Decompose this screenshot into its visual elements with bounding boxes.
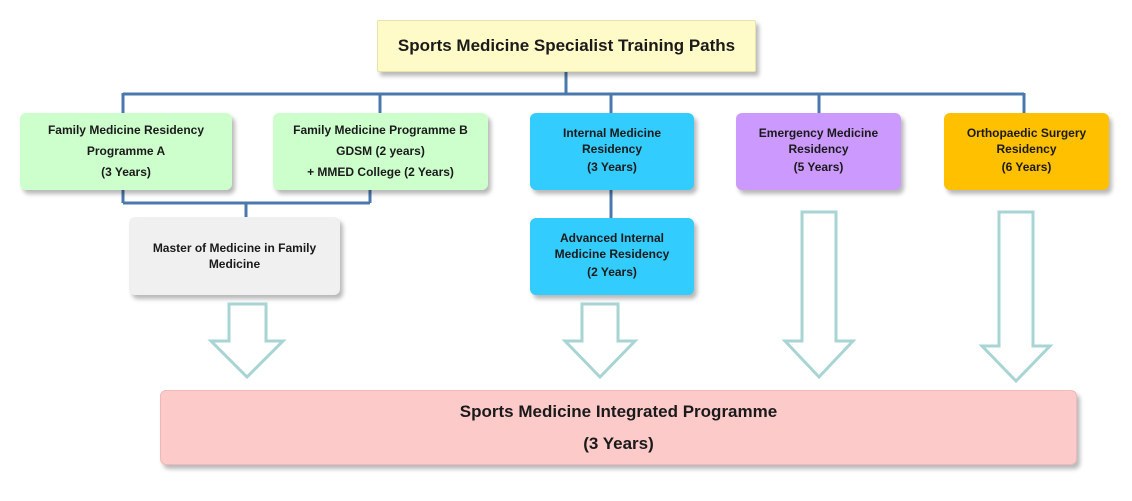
family-a-line-3: (3 Years) [101,165,151,179]
diagram-title-text: Sports Medicine Specialist Training Path… [397,36,736,55]
arrow-advanced-to-integrated [561,302,639,380]
tree-connectors [121,72,1026,218]
path-box-family-a: Family Medicine Residency Programme A (3… [20,113,232,190]
internal-line-1: Internal Medicine [562,126,662,140]
ortho-line-2: Residency [996,142,1057,156]
path-box-internal: Internal Medicine Residency (3 Years) [530,113,694,190]
down-arrows [207,210,1054,384]
path-box-emergency: Emergency Medicine Residency (5 Years) [736,113,901,190]
family-a-line-1: Family Medicine Residency [47,123,205,137]
advanced-internal-line-2: Medicine Residency [554,247,670,261]
arrow-ortho-to-integrated [978,210,1054,384]
integrated-programme-box: Sports Medicine Integrated Programme (3 … [160,390,1077,465]
secondary-box-master: Master of Medicine in Family Medicine [129,217,340,295]
advanced-internal-line-1: Advanced Internal [559,231,665,245]
emergency-line-1: Emergency Medicine [758,126,879,140]
secondary-box-advanced-internal: Advanced Internal Medicine Residency (2 … [530,218,694,295]
diagram-title: Sports Medicine Specialist Training Path… [377,20,756,72]
family-b-line-3: + MMED College (2 Years) [307,165,454,179]
emergency-line-3: (5 Years) [793,160,844,174]
ortho-line-3: (6 Years) [1001,160,1052,174]
ortho-line-1: Orthopaedic Surgery [966,126,1087,140]
family-a-line-2: Programme A [86,144,166,158]
path-box-ortho: Orthopaedic Surgery Residency (6 Years) [944,113,1109,190]
family-b-line-1: Family Medicine Programme B [293,123,468,137]
integrated-line-1: Sports Medicine Integrated Programme [459,401,778,421]
master-line-2: Medicine [208,257,261,271]
internal-line-2: Residency [581,142,643,156]
internal-line-3: (3 Years) [587,160,637,174]
path-box-family-b: Family Medicine Programme B GDSM (2 year… [273,113,488,190]
arrow-emergency-to-integrated [781,210,857,380]
advanced-internal-line-3: (2 Years) [587,265,637,279]
arrow-master-to-integrated [207,302,287,380]
master-line-1: Master of Medicine in Family [152,241,317,255]
emergency-line-2: Residency [788,142,849,156]
integrated-line-2: (3 Years) [583,433,654,453]
family-b-line-2: GDSM (2 years) [336,144,425,158]
